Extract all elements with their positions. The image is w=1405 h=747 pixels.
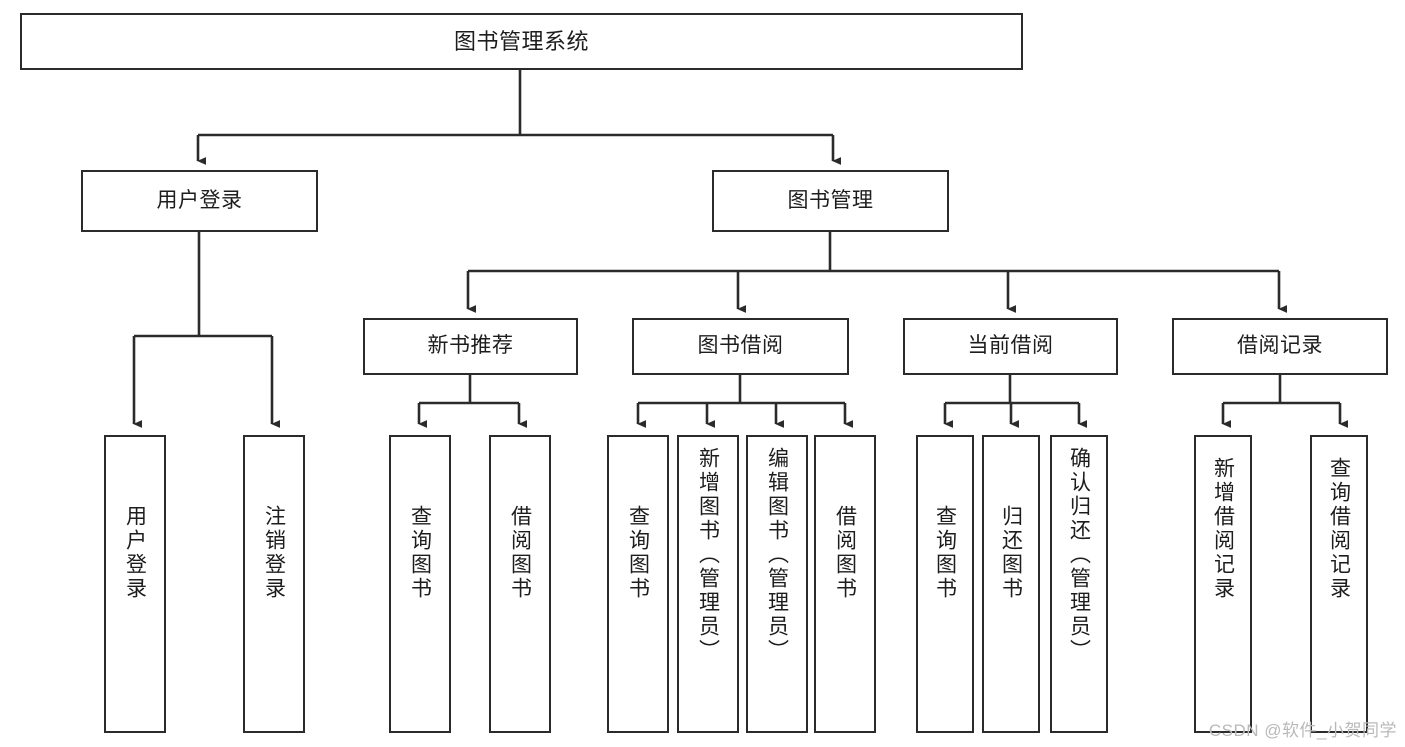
leaf-return-book-label: 归还图书 <box>999 505 1023 601</box>
node-book-borrow[interactable]: 图书借阅 <box>632 318 849 375</box>
node-borrow-record-label: 借阅记录 <box>1237 334 1323 358</box>
leaf-edit-book-label: 编辑图书（管理员） <box>765 447 789 663</box>
leaf-query-book-3-label: 查询图书 <box>933 505 957 601</box>
node-book-manage[interactable]: 图书管理 <box>712 170 949 232</box>
leaf-edit-book[interactable]: 编辑图书（管理员） <box>746 435 808 733</box>
node-current-borrow-label: 当前借阅 <box>967 334 1054 358</box>
leaf-add-book[interactable]: 新增图书（管理员） <box>677 435 739 733</box>
node-new-book-recommend-label: 新书推荐 <box>427 334 514 358</box>
node-user-login-label: 用户登录 <box>156 188 243 212</box>
node-root-label: 图书管理系统 <box>453 28 589 54</box>
leaf-borrow-book-1[interactable]: 借阅图书 <box>489 435 551 733</box>
node-new-book-recommend[interactable]: 新书推荐 <box>363 318 578 375</box>
leaf-logout-login-label: 注销登录 <box>262 505 286 601</box>
node-book-borrow-label: 图书借阅 <box>697 334 784 358</box>
leaf-logout-login[interactable]: 注销登录 <box>243 435 305 733</box>
leaf-borrow-book-2[interactable]: 借阅图书 <box>814 435 876 733</box>
leaf-borrow-book-2-label: 借阅图书 <box>833 505 857 601</box>
leaf-query-book-1-label: 查询图书 <box>408 505 432 601</box>
leaf-confirm-return-label: 确认归还（管理员） <box>1067 447 1091 663</box>
leaf-borrow-book-1-label: 借阅图书 <box>508 505 532 601</box>
node-borrow-record[interactable]: 借阅记录 <box>1172 318 1388 375</box>
leaf-query-book-3[interactable]: 查询图书 <box>916 435 974 733</box>
leaf-add-book-label: 新增图书（管理员） <box>696 447 720 663</box>
leaf-query-book-2-label: 查询图书 <box>626 505 650 601</box>
node-root[interactable]: 图书管理系统 <box>20 13 1023 70</box>
leaf-user-login-label: 用户登录 <box>123 505 147 601</box>
leaf-query-record[interactable]: 查询借阅记录 <box>1310 435 1368 733</box>
leaf-query-book-1[interactable]: 查询图书 <box>389 435 451 733</box>
leaf-return-book[interactable]: 归还图书 <box>982 435 1040 733</box>
leaf-confirm-return[interactable]: 确认归还（管理员） <box>1050 435 1108 733</box>
leaf-query-book-2[interactable]: 查询图书 <box>607 435 669 733</box>
node-user-login[interactable]: 用户登录 <box>81 170 318 232</box>
leaf-query-record-label: 查询借阅记录 <box>1327 457 1351 601</box>
node-current-borrow[interactable]: 当前借阅 <box>903 318 1118 375</box>
leaf-add-record[interactable]: 新增借阅记录 <box>1194 435 1252 733</box>
csdn-watermark: CSDN @软件_小贺同学 <box>1208 721 1397 740</box>
leaf-user-login[interactable]: 用户登录 <box>104 435 166 733</box>
node-book-manage-label: 图书管理 <box>787 188 874 212</box>
leaf-add-record-label: 新增借阅记录 <box>1211 457 1235 601</box>
